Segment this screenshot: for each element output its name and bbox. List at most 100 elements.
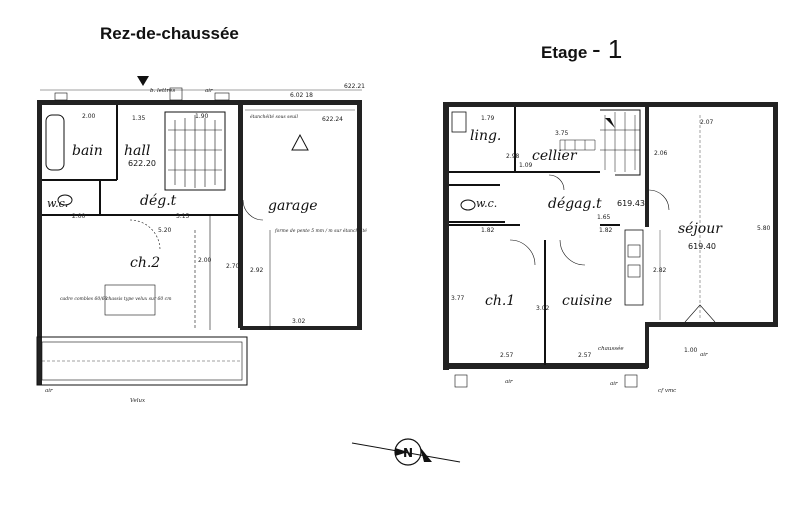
room-label-sejour: séjour [678,221,723,237]
upper-wall-sejour-bottom [645,322,778,327]
ground-door-garage [242,199,264,221]
upper-floor-title-text: Etage [541,43,588,62]
note-cadre: cadre combles 60/60 [60,296,108,302]
dim-ch2-width: 5.20 [158,227,172,234]
note-air-top: air [205,88,213,94]
room-label-hall: hall [124,143,150,159]
note-cf-vmc: cf vmc [658,388,676,394]
dim-165: 1.65 [597,214,611,221]
upper-bottom-element-1 [454,374,468,388]
room-label-cellier: cellier [532,148,578,164]
dim-109: 1.09 [519,162,533,169]
dim-302: 3.02 [536,305,550,312]
dim-sejour-width: 2.07 [700,119,714,126]
ground-top-element-3 [214,92,230,101]
room-label-deg: dég.t [140,193,177,209]
dim-bain-width: 2.00 [82,113,96,120]
upper-wall-top [443,102,778,107]
upper-bottom-element-2 [624,374,638,388]
ground-wall-right [357,100,362,330]
dim-hall-width: 1.35 [132,115,146,122]
upper-floor-title: Etage - 1 [541,34,622,65]
compass-rose: N [351,438,461,466]
dim-sejour-height: 5.80 [757,225,771,232]
note-etancheite: étanchéité sous seuil [250,113,298,120]
level-hall: 622.20 [128,159,156,168]
room-label-ground-wc: w.c. [47,197,68,210]
upper-wall-bottom [443,363,648,369]
dim-step: 1.00 [684,347,698,354]
ground-door-ch2 [129,219,161,251]
note-air-bottom: air [610,381,618,387]
dim-garage-depth: 2.92 [250,267,264,274]
dim-wc-width: 2.00 [72,213,86,220]
note-air-bottom: air [45,388,53,394]
note-garage: forme de pente 5 mm / m sur étanchéité [274,227,367,234]
dim-377: 3.77 [451,295,465,302]
upper-stair-outline [600,109,641,176]
entry-arrow-icon [137,76,149,86]
ground-wall-garage-bottom [240,326,362,330]
velux-band [36,336,248,386]
kitchen-cooktop [627,264,641,278]
note-air-right: air [700,352,708,358]
upper-floor-labels: ling. cellier w.c. dégag.t 619.43 séjour… [451,115,771,394]
ground-wall-top [37,100,362,105]
kitchen-counter [624,229,644,306]
compass-north-label: N [403,446,413,460]
ground-top-element-1 [54,92,68,101]
upper-floor-title-number: - 1 [592,34,623,64]
room-label-ling: ling. [470,128,501,144]
level-degag: 619.43 [617,199,645,208]
ground-top-element-2 [169,87,183,101]
room-label-degag: dégag.t [548,196,602,212]
dim-cellier-width: 3.75 [555,130,569,137]
room-label-upper-wc: w.c. [476,197,497,210]
note-velux: Velux [130,398,146,404]
dim-deg-height: 2.70 [226,263,240,270]
upper-wall-right [773,102,778,327]
dim-wc-height: 2.98 [506,153,520,160]
upper-stair-steps [600,112,640,172]
note-air-left: air [505,379,513,385]
upper-door-sejour [648,189,670,211]
room-label-ch1: ch.1 [485,293,515,309]
dim-206: 2.06 [654,150,668,157]
dim-182a: 1.82 [481,227,495,234]
ground-floor-title-text: Rez-de-chaussée [100,24,239,43]
dim-ling-width: 1.79 [481,115,495,122]
ground-wall-left [37,100,42,385]
upper-wall-sejour-step [645,322,649,368]
level-sejour: 619.40 [688,242,716,251]
dim-top-right: 622.21 [344,83,365,90]
dim-ch2-height: 2.00 [198,257,212,264]
dim-top-garage: 622.24 [322,116,343,123]
dim-182b: 1.82 [599,227,613,234]
bathtub [45,114,65,171]
ground-floor-title: Rez-de-chaussée [100,24,239,44]
room-label-ch2: ch.2 [130,255,160,271]
upper-door-cellier [548,174,565,191]
ground-wc-bowl [57,194,73,206]
garage-arrow-icon [291,133,309,151]
upper-door-cuisine [559,239,586,266]
room-label-garage: garage [268,198,318,214]
note-chassis: chassis type velux sur 60 cm [106,296,171,302]
upper-door-ch1 [509,239,536,266]
note-lettres: b. lettres [150,88,175,94]
upper-wc-bowl [460,199,476,211]
dim-deg-width: 3.15 [176,213,190,220]
room-label-bain: bain [72,143,103,159]
cellier-shelf [559,139,596,151]
dim-bottom: 3.02 [292,318,306,325]
kitchen-sink [627,244,641,258]
dim-garage-width: 6.02 18 [290,92,313,99]
ground-floor-plan [36,76,362,386]
ground-stair-steps [168,115,222,188]
ground-wall-garage [238,105,243,328]
ground-floor-labels: bain hall 622.20 w.c. dég.t garage ch.2 … [45,83,367,404]
upper-wall-left [443,102,449,370]
upper-floor-plan [443,102,778,388]
dim-stair: 1.90 [195,113,209,120]
